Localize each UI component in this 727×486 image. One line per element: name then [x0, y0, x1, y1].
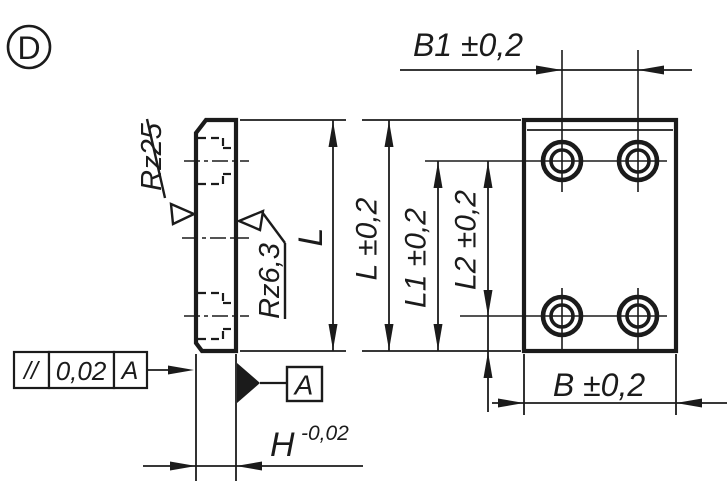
dim-b1: B1 ±0,2	[400, 27, 692, 75]
front-view-outline	[521, 117, 679, 354]
roughness-check-icon	[169, 202, 197, 226]
fcf-datum-cell	[112, 350, 149, 390]
surface-symbol-right: Rz6,3	[235, 209, 287, 319]
dim-l-label: L ±0,2	[351, 197, 384, 280]
side-view-centerlines	[182, 160, 249, 317]
datum-triangle-icon	[237, 363, 260, 403]
dim-h-label: H	[270, 426, 295, 464]
detail-circle	[6, 24, 52, 70]
dim-b: B ±0,2	[492, 367, 727, 408]
fcf-tolerance-cell	[47, 350, 116, 390]
dim-h: H -0,02	[143, 422, 363, 471]
hole-bottom-left	[540, 294, 584, 338]
roughness-value-right: Rz6,3	[254, 243, 286, 319]
fcf-datum-letter: A	[120, 357, 139, 385]
surface-symbol-left: Rz25	[136, 118, 197, 226]
dim-b-label: B ±0,2	[553, 367, 645, 403]
hole-bottom-right	[616, 294, 660, 338]
fcf-leader-arrow-icon	[168, 365, 194, 375]
roughness-leg-line	[261, 211, 286, 244]
roughness-value-left: Rz25	[136, 122, 168, 191]
detail-letter: D	[17, 30, 40, 66]
datum-flag: A	[237, 363, 324, 403]
roughness-check-icon	[235, 209, 265, 232]
counterbored-holes	[540, 139, 660, 338]
fcf-tolerance-value: 0,02	[56, 356, 107, 386]
dim-l1-label: L1 ±0,2	[400, 208, 433, 308]
parallelism-icon: //	[22, 357, 41, 385]
dim-l1: L1 ±0,2	[400, 161, 443, 351]
dim-l2: L2 ±0,2	[450, 161, 493, 412]
hole-top-right	[616, 139, 660, 183]
detail-label: D	[6, 24, 52, 70]
dim-l: L ±0,2	[351, 120, 394, 351]
side-view-hidden-hole-top	[198, 136, 234, 186]
dim-l2-label: L2 ±0,2	[450, 190, 483, 290]
feature-control-frame: // 0,02 A	[12, 350, 194, 390]
datum-letter: A	[293, 370, 314, 401]
dim-l-side-label: L	[292, 228, 330, 247]
front-view	[425, 50, 679, 354]
dim-h-tolerance: -0,02	[301, 422, 349, 445]
hole-top-left	[540, 139, 584, 183]
side-view	[182, 117, 249, 354]
side-view-hidden-hole-bottom	[198, 291, 234, 341]
roughness-leg-line	[145, 118, 167, 199]
dim-b1-label: B1 ±0,2	[413, 27, 523, 63]
dim-l-side: L	[292, 120, 338, 351]
datum-box	[285, 365, 324, 403]
